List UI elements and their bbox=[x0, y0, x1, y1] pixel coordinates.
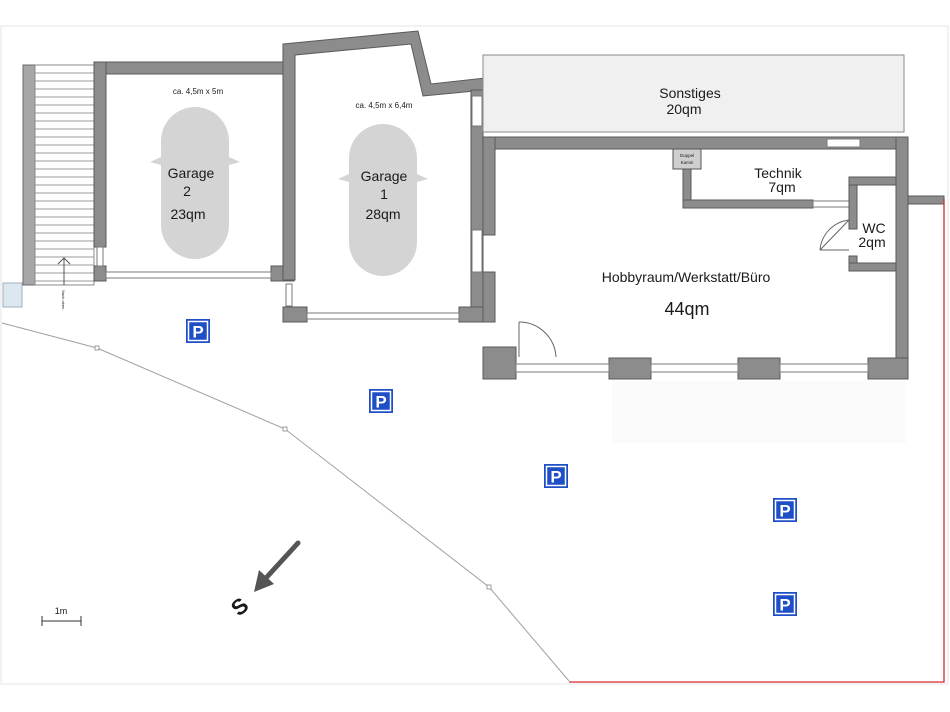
garage-1-walls bbox=[282, 30, 486, 323]
garage-2-area: 23qm bbox=[170, 206, 205, 222]
parking-sign-5-letter: P bbox=[779, 596, 790, 615]
property-boundary-red bbox=[569, 199, 945, 683]
sonstiges-area: 20qm bbox=[666, 101, 701, 117]
car-garage-2 bbox=[150, 107, 240, 259]
chimney-label-1: Doppel bbox=[680, 153, 694, 158]
parking-sign-1-letter: P bbox=[192, 323, 203, 342]
parking-sign-4: P bbox=[773, 498, 797, 522]
garage-2-number: 2 bbox=[183, 183, 191, 199]
garage-1-number: 1 bbox=[380, 186, 388, 202]
small-box bbox=[2, 282, 23, 308]
car-garage-1 bbox=[338, 124, 428, 276]
page-frame bbox=[0, 25, 949, 685]
compass-label: S bbox=[226, 592, 253, 621]
sonstiges-name: Sonstiges bbox=[659, 85, 720, 101]
main-building-walls bbox=[482, 136, 945, 380]
garage-2-walls bbox=[93, 61, 295, 282]
garage-2-size: ca. 4,5m x 5m bbox=[173, 87, 224, 96]
parking-sign-2: P bbox=[369, 389, 393, 413]
staircase: Nach oben bbox=[2, 64, 95, 309]
garage-1-name: Garage bbox=[361, 168, 408, 184]
parking-sign-4-letter: P bbox=[779, 502, 790, 521]
parking-sign-1: P bbox=[186, 319, 210, 343]
hobby-area: 44qm bbox=[664, 299, 709, 319]
doors bbox=[518, 219, 850, 358]
parking-sign-3: P bbox=[544, 464, 568, 488]
chimney bbox=[672, 148, 702, 170]
garage-1-area: 28qm bbox=[365, 206, 400, 222]
sonstiges-room bbox=[482, 54, 905, 133]
parking-sign-3-letter: P bbox=[550, 468, 561, 487]
garage-2-name: Garage bbox=[168, 165, 215, 181]
boundary-markers bbox=[94, 345, 492, 590]
garage-1-size: ca. 4,5m x 6,4m bbox=[356, 101, 413, 110]
stair-note-label: Nach oben bbox=[61, 290, 66, 309]
wc-name: WC bbox=[862, 220, 885, 236]
technik-name: Technik bbox=[754, 165, 802, 181]
compass-arrow-icon: S bbox=[226, 540, 301, 621]
hobby-name: Hobbyraum/Werkstatt/Büro bbox=[602, 269, 771, 285]
terrace-area bbox=[612, 381, 906, 443]
technik-area: 7qm bbox=[768, 179, 795, 195]
scale-bar: 1m bbox=[41, 606, 82, 626]
chimney-label-2: Kamin bbox=[681, 160, 694, 165]
wc-area: 2qm bbox=[858, 234, 885, 250]
parking-sign-5: P bbox=[773, 592, 797, 616]
scale-label: 1m bbox=[55, 606, 68, 616]
parking-sign-2-letter: P bbox=[375, 393, 386, 412]
